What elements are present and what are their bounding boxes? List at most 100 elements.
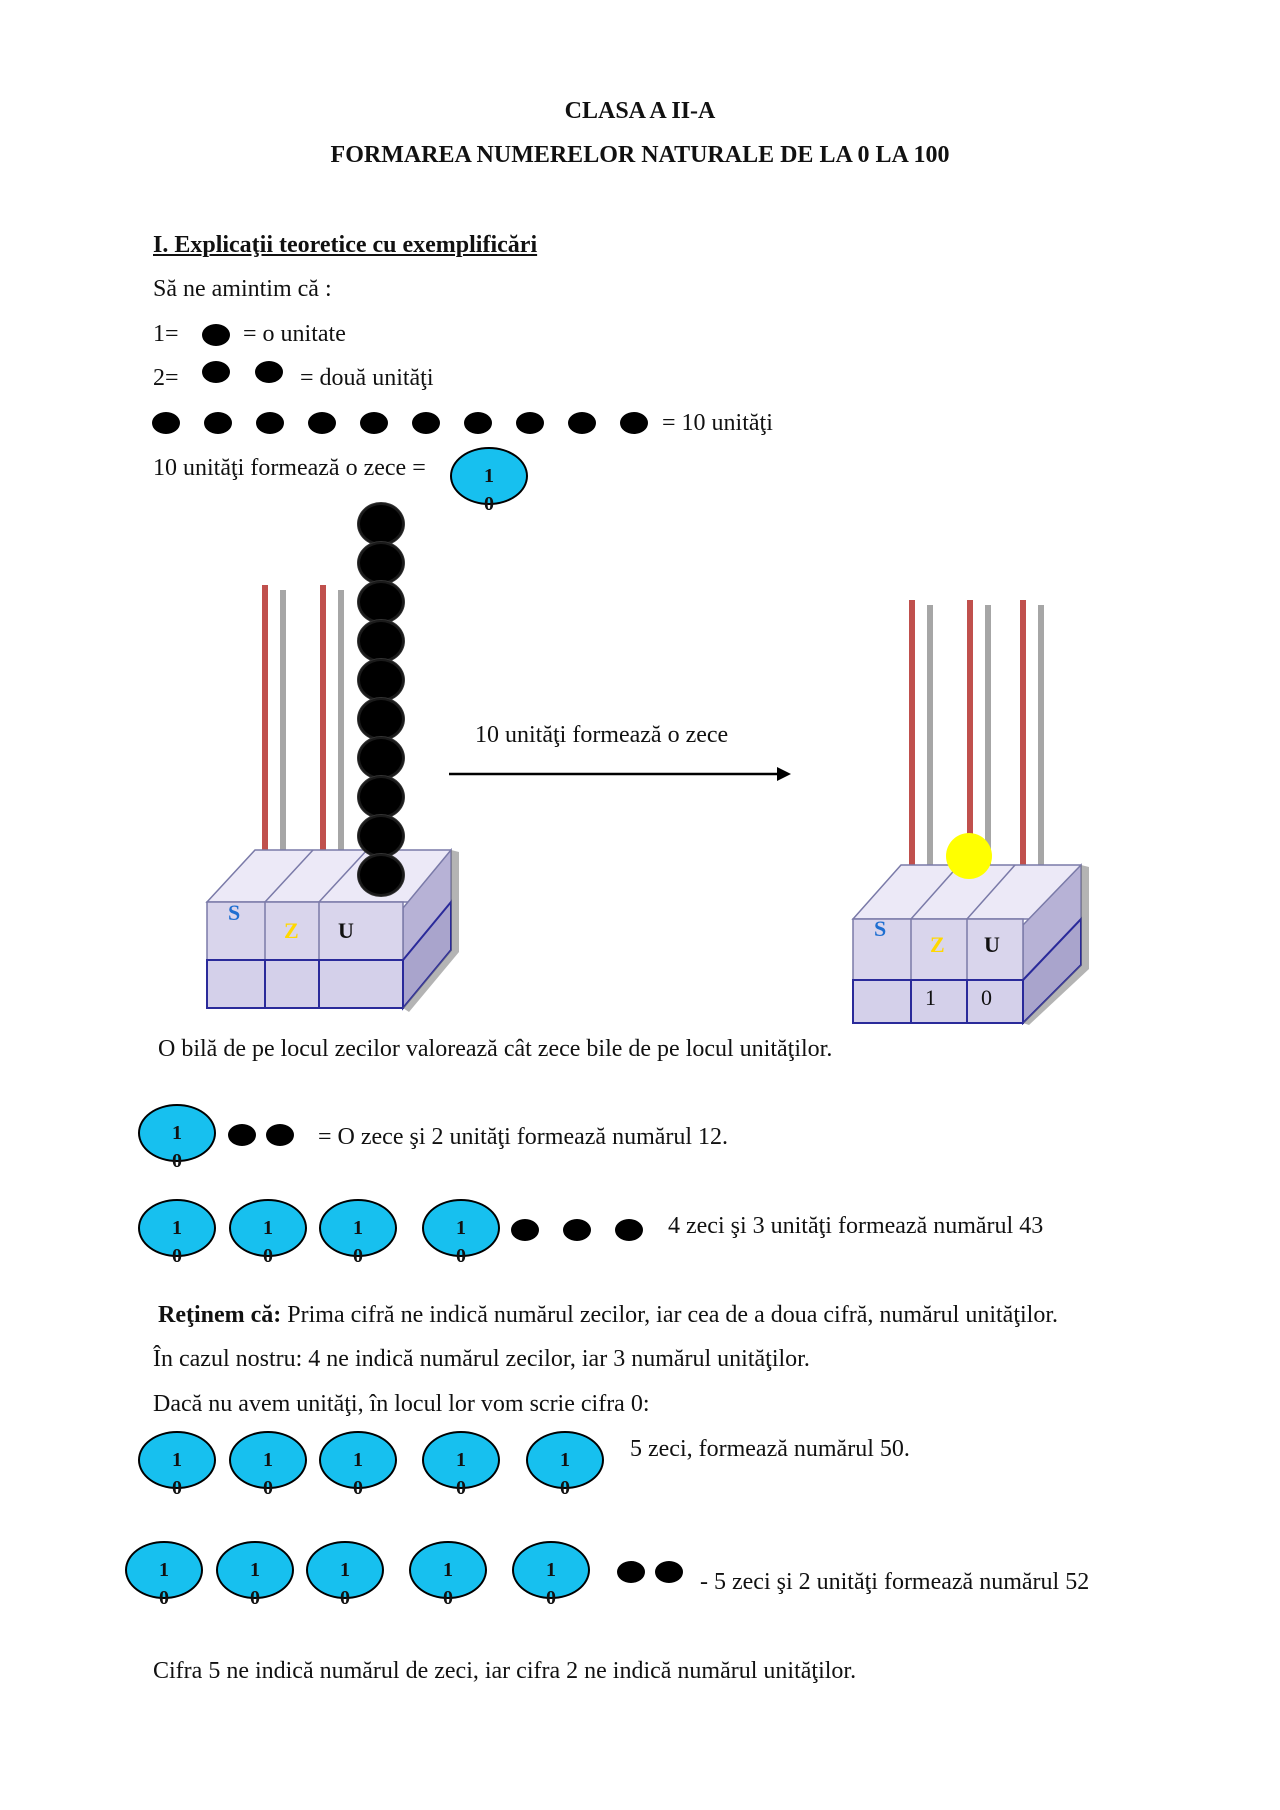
bead-black bbox=[357, 814, 405, 858]
abacus-right-label-s: S bbox=[874, 916, 887, 941]
ten-badge-digit-0: 0 bbox=[172, 1150, 182, 1172]
abacus-left-label-z: Z bbox=[284, 918, 299, 943]
bead-black bbox=[357, 736, 405, 780]
ten-suffix: = 10 unităţi bbox=[662, 410, 773, 436]
unit-dot bbox=[255, 361, 283, 383]
ten-badge-digit-1: 1 bbox=[456, 1449, 466, 1471]
bead-black bbox=[357, 541, 405, 585]
rod-z-gray bbox=[338, 590, 344, 875]
ten-badge-digit-0: 0 bbox=[250, 1587, 260, 1609]
example-50-text: 5 zeci, formează numărul 50. bbox=[630, 1436, 910, 1462]
ten-badge-digit-0: 0 bbox=[484, 493, 494, 515]
ten-badge-digit-0: 0 bbox=[340, 1587, 350, 1609]
unit-dot bbox=[568, 412, 596, 434]
unit-dot bbox=[412, 412, 440, 434]
unit-dot bbox=[228, 1124, 256, 1146]
ten-badge-digit-0: 0 bbox=[159, 1587, 169, 1609]
abacus-left bbox=[205, 585, 459, 1012]
ten-badge-digit-1: 1 bbox=[172, 1122, 182, 1144]
unit-dot bbox=[204, 412, 232, 434]
ten-badge-digit-0: 0 bbox=[456, 1477, 466, 1499]
ten-forms-text: 10 unităţi formează o zece = bbox=[153, 455, 426, 481]
ten-badge-digit-0: 0 bbox=[456, 1245, 466, 1267]
ten-badge-digit-1: 1 bbox=[546, 1559, 556, 1581]
bead-black bbox=[357, 619, 405, 663]
unit-dot bbox=[516, 412, 544, 434]
ten-badge-digit-0: 0 bbox=[172, 1245, 182, 1267]
example-52-text: - 5 zeci şi 2 unităţi formează numărul 5… bbox=[700, 1569, 1090, 1595]
abacus-right bbox=[851, 600, 1089, 1025]
final-text: Cifra 5 ne indică numărul de zeci, iar c… bbox=[153, 1658, 857, 1684]
ten-badge-digit-0: 0 bbox=[263, 1245, 273, 1267]
bead-black bbox=[357, 853, 405, 897]
two-suffix: = două unităţi bbox=[300, 365, 434, 391]
abacus-right-digit-z: 1 bbox=[925, 985, 936, 1010]
retinem-text: Prima cifră ne indică numărul zecilor, i… bbox=[281, 1302, 1058, 1328]
ten-badge-digit-1: 1 bbox=[353, 1449, 363, 1471]
ten-badge-digit-1: 1 bbox=[560, 1449, 570, 1471]
abacus-right-label-u: U bbox=[984, 932, 1000, 957]
ten-badge: 1 0 bbox=[450, 447, 528, 515]
retinem-label: Reţinem că: bbox=[158, 1302, 282, 1328]
rod-z-gray bbox=[985, 605, 991, 885]
unit-dot bbox=[256, 412, 284, 434]
bead-black bbox=[357, 658, 405, 702]
unit-dot bbox=[563, 1219, 591, 1241]
remember-text: Să ne amintim că : bbox=[153, 276, 332, 302]
unit-dot bbox=[620, 412, 648, 434]
ten-badge-digit-1: 1 bbox=[353, 1217, 363, 1239]
bead-black bbox=[357, 775, 405, 819]
rod-s-red bbox=[909, 600, 915, 885]
ten-badge-digit-0: 0 bbox=[546, 1587, 556, 1609]
ten-badge-digit-1: 1 bbox=[172, 1217, 182, 1239]
bead-black bbox=[357, 697, 405, 741]
rod-z-red bbox=[967, 600, 973, 885]
example-12-text: = O zece şi 2 unităţi formează numărul 1… bbox=[318, 1124, 729, 1150]
unit-dot bbox=[266, 1124, 294, 1146]
ten-badge-digit-1: 1 bbox=[456, 1217, 466, 1239]
unit-dot bbox=[308, 412, 336, 434]
ten-badge-digit-1: 1 bbox=[250, 1559, 260, 1581]
retinem-line: Reţinem că: Prima cifră ne indică număru… bbox=[158, 1302, 1058, 1329]
abacus-left-label-s: S bbox=[228, 900, 241, 925]
section-heading: I. Explicaţii teoretice cu exemplificări bbox=[153, 232, 538, 258]
unit-dot bbox=[360, 412, 388, 434]
bead-black bbox=[357, 580, 405, 624]
ten-badge-digit-1: 1 bbox=[172, 1449, 182, 1471]
ten-badge-digit-0: 0 bbox=[353, 1245, 363, 1267]
abacus-right-label-z: Z bbox=[930, 932, 945, 957]
class-title: CLASA A II-A bbox=[564, 98, 716, 124]
arrow-label: 10 unităţi formează o zece bbox=[475, 722, 729, 748]
abacus-right-digit-u: 0 bbox=[981, 985, 992, 1010]
unit-dot bbox=[655, 1561, 683, 1583]
unit-dot bbox=[511, 1219, 539, 1241]
unit-dot bbox=[202, 361, 230, 383]
ten-badge-digit-1: 1 bbox=[263, 1217, 273, 1239]
one-suffix: = o unitate bbox=[243, 321, 346, 347]
two-prefix: 2= bbox=[153, 365, 179, 391]
ten-badge-digit-0: 0 bbox=[353, 1477, 363, 1499]
rod-s-gray bbox=[927, 605, 933, 885]
ten-badge-digit-1: 1 bbox=[263, 1449, 273, 1471]
abacus-left-label-u: U bbox=[338, 918, 354, 943]
abacus-caption: O bilă de pe locul zecilor valorează cât… bbox=[158, 1036, 833, 1062]
unit-dot bbox=[464, 412, 492, 434]
unit-dot bbox=[202, 324, 230, 346]
one-prefix: 1= bbox=[153, 321, 179, 347]
yellow-bead bbox=[946, 833, 992, 879]
ten-badge-digit-1: 1 bbox=[159, 1559, 169, 1581]
